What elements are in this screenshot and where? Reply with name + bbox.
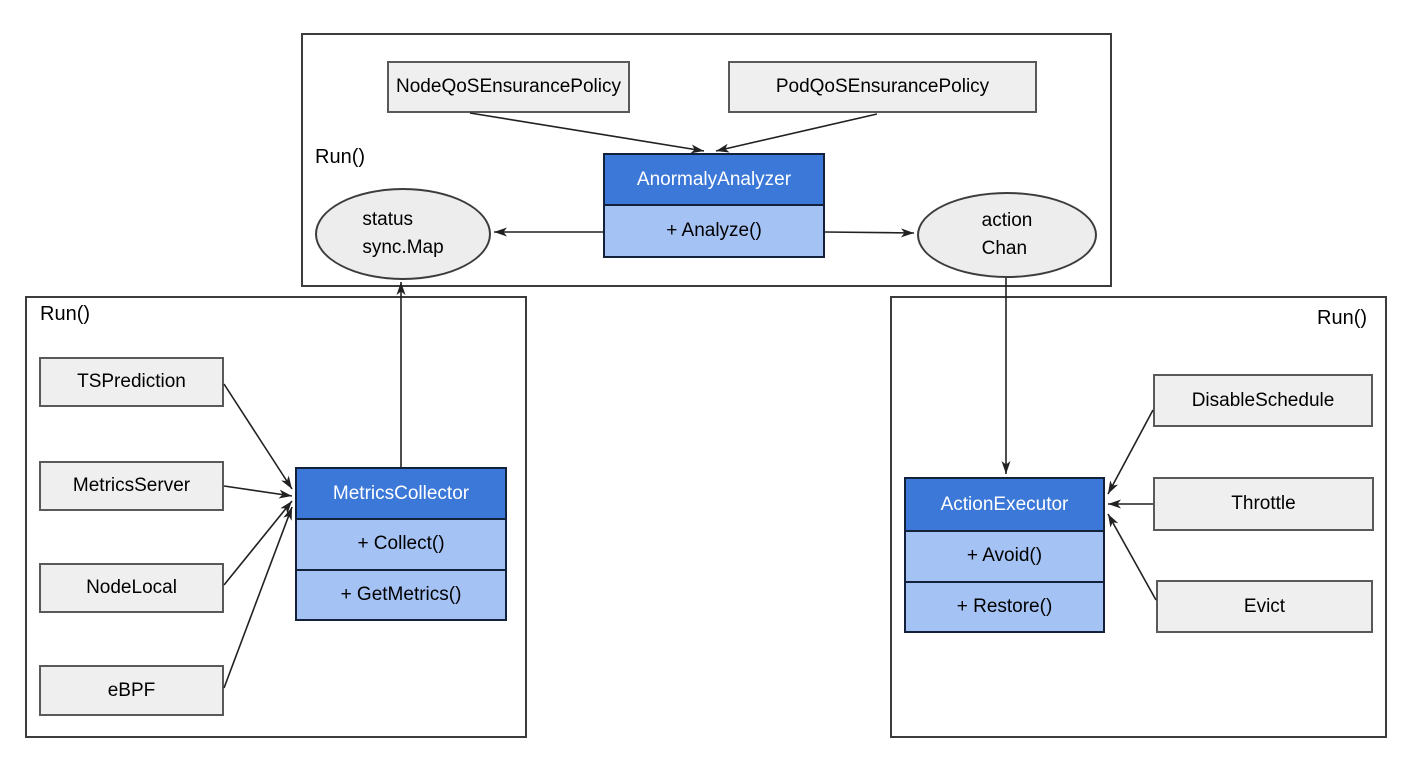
collector-class-name: MetricsCollector [297,469,505,518]
action-box-throttle: Throttle [1153,477,1374,531]
collector-method-getmetrics: + GetMetrics() [297,568,505,619]
action-ellipse-line2: Chan [981,238,1028,259]
collector-run-label: Run() [40,303,91,325]
executor-class-name: ActionExecutor [906,479,1103,530]
collector-panel [25,296,527,738]
source-box-nodelocal: NodeLocal [39,563,224,613]
action-ellipse-line1: action [981,209,1033,231]
collector-class-box: MetricsCollector + Collect() + GetMetric… [295,467,507,621]
executor-run-label: Run() [1317,307,1368,329]
status-ellipse-line1: status [362,208,414,230]
policy-box-nodeqos: NodeQoSEnsurancePolicy [387,61,630,113]
source-box-metricsserver: MetricsServer [39,461,224,511]
status-syncmap-ellipse: status sync.Map [315,188,491,280]
analyzer-run-label: Run() [315,146,366,168]
executor-method-restore: + Restore() [906,580,1103,631]
analyzer-class-name: AnormalyAnalyzer [605,155,823,204]
action-box-evict: Evict [1156,580,1373,633]
collector-method-collect: + Collect() [297,518,505,569]
executor-panel [890,296,1387,738]
analyzer-panel [301,33,1112,287]
source-box-ebpf: eBPF [39,665,224,716]
action-box-disableschedule: DisableSchedule [1153,374,1373,427]
analyzer-method-analyze: + Analyze() [605,204,823,256]
status-ellipse-line2: sync.Map [362,237,444,258]
source-box-tsprediction: TSPrediction [39,357,224,407]
action-chan-ellipse: action Chan [917,192,1097,278]
executor-class-box: ActionExecutor + Avoid() + Restore() [904,477,1105,633]
policy-box-podqos: PodQoSEnsurancePolicy [728,61,1037,113]
analyzer-class-box: AnormalyAnalyzer + Analyze() [603,153,825,258]
executor-method-avoid: + Avoid() [906,530,1103,581]
